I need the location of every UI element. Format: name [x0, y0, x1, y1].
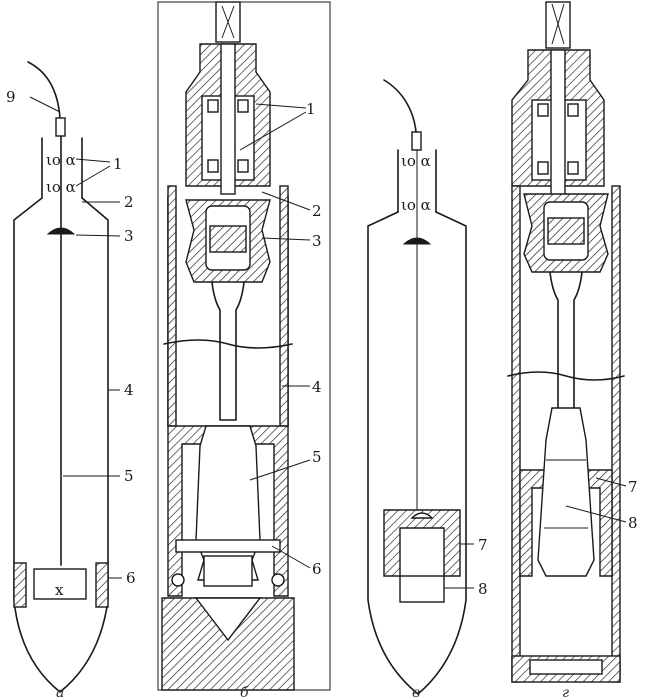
caption-v: в: [412, 685, 420, 700]
callout-v-8: 8: [478, 580, 488, 598]
callout-b-3: 3: [312, 232, 322, 250]
core-catcher-7: [519, 469, 613, 577]
panel-b: 1 2 3 4 5 6 б: [157, 1, 331, 700]
mark-x: x: [55, 581, 64, 599]
callout-b-5: 5: [312, 448, 322, 466]
cable: [383, 79, 417, 133]
body-4: [13, 197, 109, 693]
outer-tube: [511, 185, 521, 683]
panel-a: ιο α ιο α x 9 1 2 3 4 5 6 а: [6, 61, 136, 700]
core-catcher-7: [383, 509, 461, 577]
sample-8: [399, 575, 445, 603]
shoe-6-right: [95, 562, 109, 608]
callout-b-1: 1: [306, 100, 316, 118]
callout-b-4: 4: [312, 378, 322, 396]
caption-a: а: [56, 685, 64, 700]
callout-g-7: 7: [628, 478, 638, 496]
callout-9: 9: [6, 88, 16, 106]
panel-g: 7 8 г: [507, 1, 638, 700]
neck-tube: [41, 137, 83, 199]
cable-clamp: [55, 117, 66, 137]
body: [367, 211, 467, 695]
ball-glyph-upper: ιο α: [401, 152, 431, 170]
cable-clamp: [411, 131, 422, 151]
cable-9: [27, 61, 61, 119]
caption-b: б: [240, 685, 249, 700]
callout-3: 3: [124, 227, 134, 245]
callout-5: 5: [124, 467, 134, 485]
core-plug: [33, 568, 87, 600]
callout-v-7: 7: [478, 536, 488, 554]
shaft: [211, 281, 245, 421]
callout-2: 2: [124, 193, 134, 211]
spindle: [220, 43, 236, 195]
panel-v: ιο α ιο α 7 8 в: [367, 79, 488, 700]
callout-b-2: 2: [312, 202, 322, 220]
caption-g: г: [562, 685, 569, 700]
neck-tube: [397, 149, 437, 213]
callout-b-6: 6: [312, 560, 322, 578]
valve: [402, 237, 432, 245]
callout-4: 4: [124, 381, 134, 399]
shaft: [549, 271, 583, 421]
callout-6: 6: [126, 569, 136, 587]
seat-6: [175, 539, 281, 553]
sample-8: [537, 407, 595, 577]
valve-3: [46, 227, 76, 235]
ball-glyph-lower: ιο α: [401, 196, 431, 214]
callout-1: 1: [113, 155, 123, 173]
shoe-6-left: [13, 562, 27, 608]
callout-g-8: 8: [628, 514, 638, 532]
